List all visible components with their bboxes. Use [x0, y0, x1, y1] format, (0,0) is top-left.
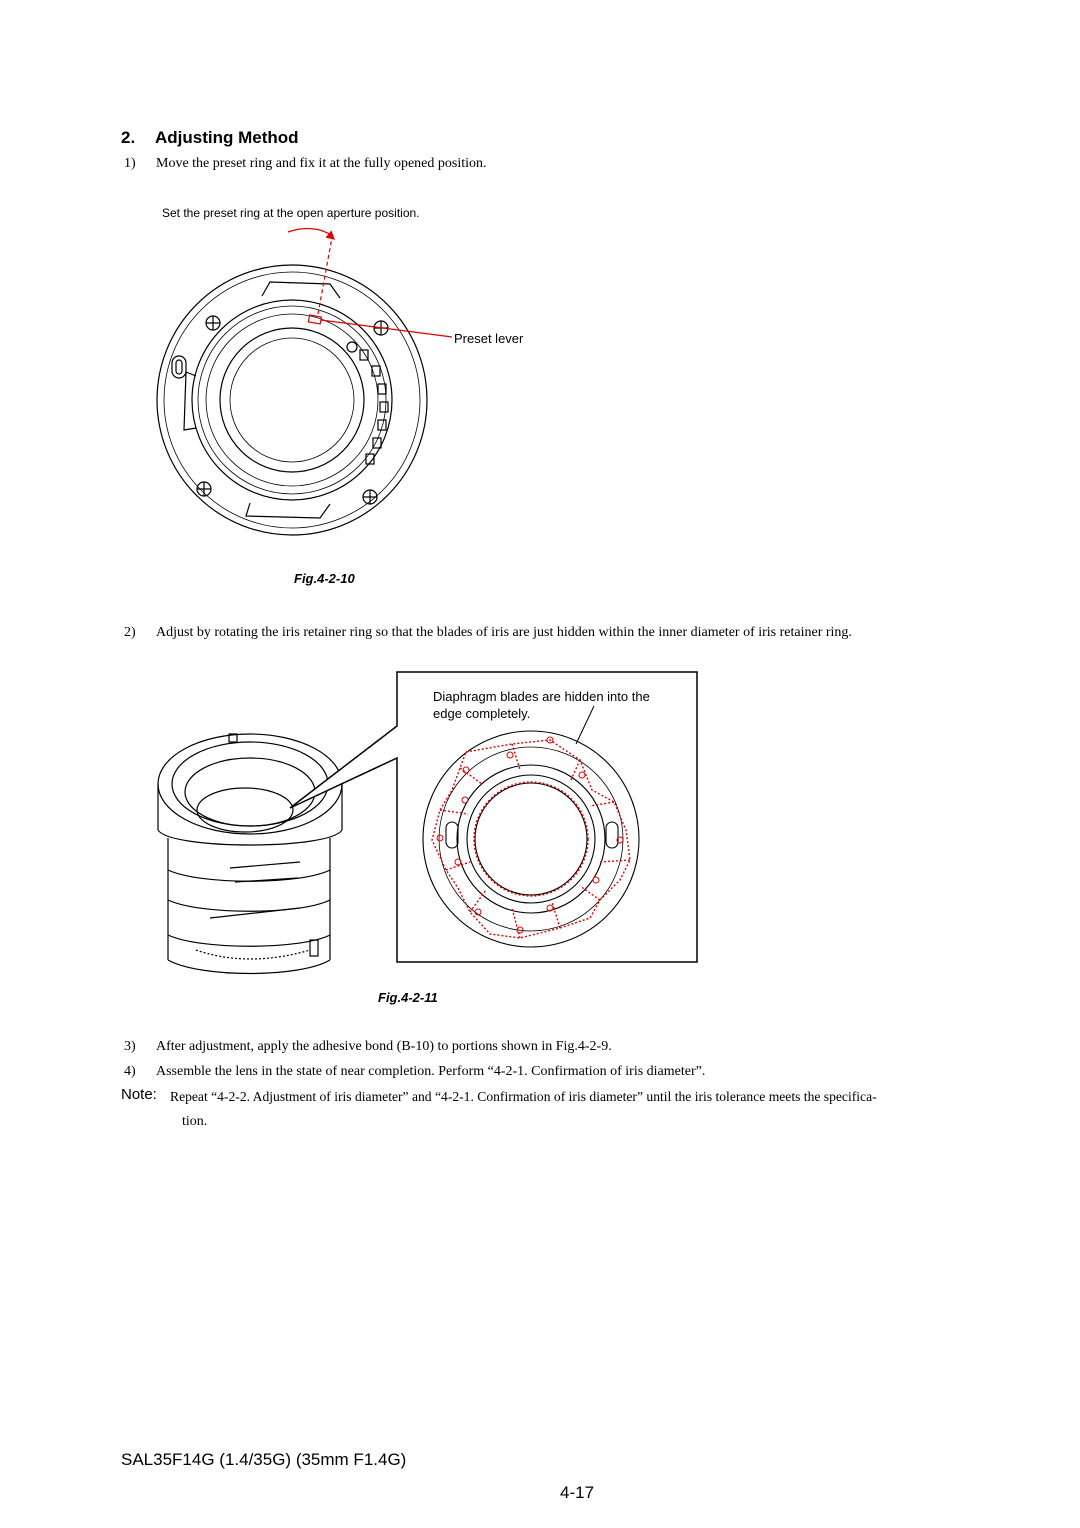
- figure2-callout-line2: edge completely.: [433, 706, 531, 721]
- note-line1: Repeat “4-2-2. Adjustment of iris diamet…: [170, 1089, 877, 1104]
- page-number: 4-17: [560, 1483, 595, 1502]
- step-text: Adjust by rotating the iris retainer rin…: [156, 625, 852, 640]
- screw-icons: [196, 315, 389, 505]
- step-text: Assemble the lens in the state of near c…: [156, 1064, 706, 1079]
- lens-mount-diagram: [156, 227, 453, 536]
- preset-lever-callout: Preset lever: [454, 331, 524, 346]
- step-number: 4): [124, 1064, 136, 1079]
- note-line2: tion.: [182, 1114, 208, 1129]
- step-text: After adjustment, apply the adhesive bon…: [156, 1039, 612, 1054]
- figure2-caption: Fig.4-2-11: [378, 990, 438, 1005]
- footer-model: SAL35F14G (1.4/35G) (35mm F1.4G): [121, 1450, 407, 1469]
- figure1-instruction: Set the preset ring at the open aperture…: [162, 206, 420, 220]
- figure2-callout-line1: Diaphragm blades are hidden into the: [433, 689, 650, 704]
- section-title: Adjusting Method: [155, 128, 299, 147]
- step-text: Move the preset ring and fix it at the f…: [156, 156, 487, 171]
- iris-blades: [431, 739, 631, 939]
- section-number: 2.: [121, 128, 136, 147]
- iris-adjustment-diagram: [157, 671, 698, 975]
- rivet-dots: [436, 736, 624, 934]
- lens-barrel-drawing: [157, 733, 343, 975]
- figure1-caption: Fig.4-2-10: [294, 571, 355, 586]
- step-number: 2): [124, 625, 136, 640]
- section-heading: 2. Adjusting Method: [121, 128, 299, 148]
- step-number: 1): [124, 156, 136, 171]
- note-label: Note:: [121, 1086, 157, 1103]
- step-number: 3): [124, 1039, 136, 1054]
